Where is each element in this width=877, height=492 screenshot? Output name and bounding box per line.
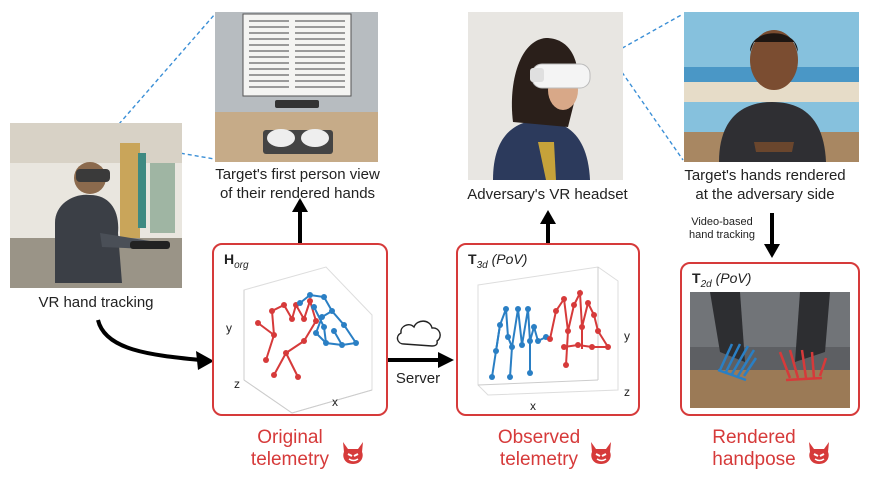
first-person-view-screenshot [215, 12, 378, 162]
observed-hand-plot [477, 266, 619, 396]
observed-telemetry-panel: T3d (PoV) y z x [456, 243, 640, 416]
arrow-head [196, 351, 214, 370]
original-telemetry-panel: Horg y z x [212, 243, 388, 416]
server-label: Server [395, 370, 441, 387]
observed-telemetry-label: Observed telemetry [497, 427, 581, 470]
person-using-vr-photo [10, 123, 182, 288]
panel-title: Horg [224, 251, 249, 271]
x-axis-label: x [332, 395, 338, 409]
rendered-handpose-label: Rendered handpose [712, 427, 796, 470]
cloud-icon [396, 320, 441, 347]
avatar-render-screenshot [684, 12, 859, 162]
rendered-handpose-panel: T2d (PoV) [680, 262, 860, 416]
arrow-head [540, 210, 556, 224]
panel-title: T3d (PoV) [468, 251, 528, 271]
arrow-head [764, 244, 780, 258]
rendered-adversary-caption: Target's hands rendered at the adversary… [684, 167, 846, 203]
devil-icon [806, 440, 832, 466]
rendered-handpose-screenshot [690, 292, 850, 408]
y-axis-label: y [226, 321, 232, 335]
devil-icon [340, 440, 366, 466]
arrow-to-original [96, 319, 201, 362]
original-telemetry-label: Original telemetry [250, 427, 330, 470]
video-tracking-label: Video-based hand tracking [688, 216, 756, 241]
devil-icon [588, 440, 614, 466]
adversary-headset-caption: Adversary's VR headset [467, 186, 628, 203]
y-axis-label: y [624, 329, 630, 343]
arrow-head [292, 198, 308, 212]
original-hand-plot [243, 266, 373, 414]
dashed-connector [104, 13, 216, 141]
z-axis-label: z [234, 377, 240, 391]
first-person-caption: Target's first person view of their rend… [215, 166, 380, 202]
panel-title: T2d (PoV) [692, 270, 752, 290]
vr-hand-tracking-caption: VR hand tracking [38, 294, 154, 311]
z-axis-label: z [624, 385, 630, 399]
arrow-head [438, 352, 454, 368]
adversary-vr-headset-photo [468, 12, 623, 180]
x-axis-label: x [530, 399, 536, 413]
